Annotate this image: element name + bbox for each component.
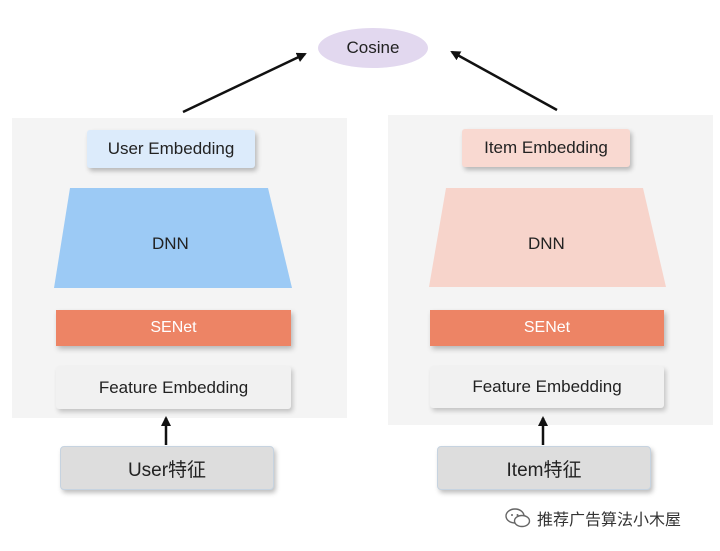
item-senet-box: SENet (430, 310, 664, 346)
user-dnn-trapezoid (54, 188, 292, 288)
cosine-label: Cosine (346, 38, 400, 57)
item-feature-embedding-box: Feature Embedding (430, 366, 664, 408)
user-to-cosine-arrow (182, 52, 307, 114)
item-feature-input-box: Item特征 (437, 446, 651, 490)
user-dnn-label: DNN (152, 234, 189, 253)
user-feature-input-label: User特征 (127, 459, 207, 481)
user-senet-box: SENet (56, 310, 291, 346)
item-embedding-box: Item Embedding (462, 129, 630, 167)
item-dnn-label: DNN (528, 234, 565, 253)
item-embedding-label: Item Embedding (484, 138, 608, 157)
watermark-text: 推荐广告算法小木屋 (537, 512, 682, 529)
watermark: 推荐广告算法小木屋 (505, 506, 681, 530)
user-feature-embedding-box: Feature Embedding (56, 366, 291, 409)
user-embedding-label: User Embedding (107, 139, 235, 158)
cosine-node: Cosine (318, 28, 428, 68)
user-senet-label: SENet (150, 319, 197, 336)
wechat-icon (505, 508, 531, 528)
user-feature-embedding-label: Feature Embedding (98, 377, 249, 397)
item-dnn-trapezoid (429, 188, 666, 287)
item-feature-embedding-label: Feature Embedding (472, 377, 622, 396)
user-feature-input-box: User特征 (60, 446, 274, 490)
item-to-cosine-arrow (450, 50, 558, 112)
item-senet-label: SENet (523, 319, 571, 336)
item-feature-input-label: Item特征 (506, 459, 582, 481)
user-embedding-box: User Embedding (87, 130, 255, 168)
